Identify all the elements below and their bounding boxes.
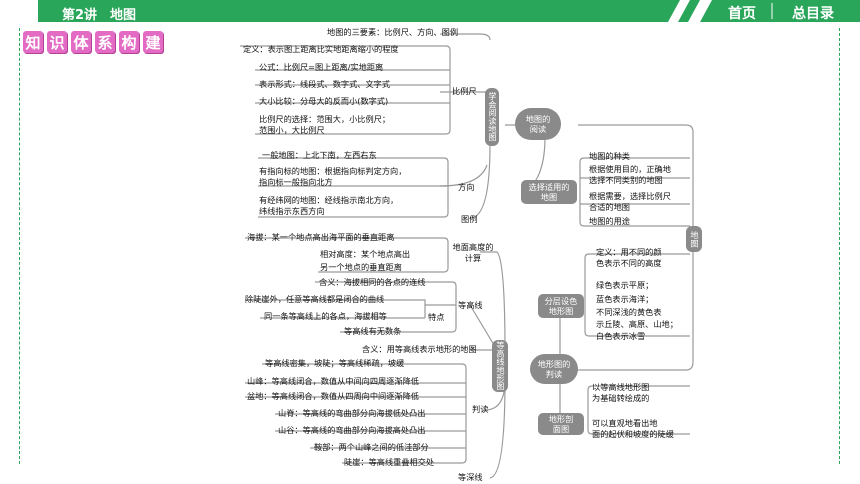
node-layered-color-map: 分层设色地形图: [538, 294, 584, 318]
judge-label: 判读: [472, 404, 489, 414]
node-contour-map: 等高线地形图: [492, 340, 508, 392]
select-need-line-1: 根据需要，选择比例尺: [589, 191, 671, 201]
contour-map-meaning: 含义：用等高线表示地形的地图: [362, 344, 477, 354]
direction-arrow-line-2: 指向标一般指向北方: [259, 177, 333, 187]
elevation-altitude: 海拔：某一个地点高出海平面的垂直距离: [247, 232, 395, 242]
judge-saddle: 鞍部：两个山峰之间的低洼部分: [314, 442, 429, 452]
scale-compare: 大小比较：分母大的反而小(数字式): [259, 96, 389, 106]
judge-slope: 等高线密集，坡陡；等高线稀疏，坡缓: [265, 358, 405, 368]
layered-def-line-1: 定义：用不同的颜: [596, 247, 662, 257]
home-button[interactable]: 首页: [728, 6, 756, 22]
contour-feature-1: 除陡崖外，任意等高线都是闭合的曲线: [245, 294, 385, 304]
scale-forms: 表示形式：线段式、数字式、文字式: [259, 79, 391, 89]
top-bar-background: [0, 0, 860, 22]
judge-valley: 山谷：等高线的弯曲部分向海拔高处凸出: [278, 425, 426, 435]
select-kinds: 地图的种类: [589, 151, 630, 161]
frame-border-left: [19, 28, 20, 464]
elevation-relative-line-1: 相对高度：某个地点高出: [320, 249, 411, 259]
profile-line-3: 可以直观地看出地: [592, 418, 658, 428]
section-title-char: 建: [143, 31, 163, 53]
elevation-relative-line-2: 另一个地点的垂直距离: [320, 262, 402, 272]
layered-white: 白色表示冰雪: [596, 331, 646, 341]
node-map-reading: 地图的阅读: [515, 108, 561, 140]
node-profile-map: 地形剖面图: [538, 413, 584, 435]
section-title-char: 知: [23, 31, 43, 53]
judge-ridge: 山脊：等高线的弯曲部分向海拔低处凸出: [278, 408, 426, 418]
contour-feature-3: 等高线有无数条: [344, 326, 402, 336]
direction-general: 一般地图：上北下南，左西右东: [262, 150, 377, 160]
judge-cliff: 陡崖：等高线重叠相交处: [344, 457, 435, 467]
judge-peak: 山峰：等高线闭合，数值从中间向四周逐渐降低: [247, 376, 419, 386]
section-title-char: 系: [95, 31, 115, 53]
scale-choice-line-1: 比例尺的选择：范围大，小比例尺；: [259, 114, 391, 124]
frame-border-right: [839, 28, 840, 464]
select-purpose-line-1: 根据使用目的，正确地: [589, 164, 671, 174]
layered-blue: 蓝色表示海洋；: [596, 294, 654, 304]
scale-choice-line-2: 范围小，大比例尺: [259, 125, 325, 135]
section-title-char: 识: [47, 31, 67, 53]
contour-depth-label: 等深线: [458, 472, 483, 482]
scale-label: 比例尺: [452, 86, 477, 96]
contour-label: 等高线: [458, 300, 483, 310]
top-bar: 第2讲 地图 首页 总目录: [0, 0, 860, 26]
section-title-char: 体: [71, 31, 91, 53]
profile-line-4: 面的起伏和坡度的陡缓: [592, 429, 674, 439]
direction-grid-line-2: 纬线指示东西方向: [259, 206, 325, 216]
section-title: 知 识 体 系 构 建: [23, 31, 167, 53]
layered-yellow-line-2: 示丘陵、高原、山地；: [596, 319, 678, 329]
contour-meaning: 含义：海拔相同的各点的连线: [319, 277, 426, 287]
scale-definition: 定义：表示图上距离比实地距离缩小的程度: [243, 44, 399, 54]
profile-line-2: 为基础转绘成的: [592, 393, 650, 403]
select-need-line-2: 合适的地图: [589, 202, 630, 212]
select-use: 地图的用途: [589, 216, 630, 226]
elevation-label: 地面高度的计算: [452, 242, 494, 263]
root-node: 地图: [686, 226, 702, 252]
contour-features-label: 特点: [428, 312, 445, 322]
direction-arrow-line-1: 有指向标的地图：根据指向标判定方向，: [259, 166, 407, 176]
layered-yellow-line-1: 不同深浅的黄色表: [596, 307, 662, 317]
map-elements: 地图的三要素：比例尺、方向、图例: [327, 27, 459, 37]
judge-basin: 盆地：等高线闭合，数值从四周向中间逐渐降低: [247, 391, 419, 401]
layered-green: 绿色表示平原；: [596, 280, 654, 290]
direction-grid-line-1: 有经纬网的地图：经线指示南北方向，: [259, 195, 399, 205]
contour-feature-2: 同一条等高线上的各点，海拔相等: [264, 311, 387, 321]
node-terrain-judge: 地形图的判读: [530, 354, 578, 384]
lesson-title: 第2讲 地图: [62, 8, 137, 23]
contents-button[interactable]: 总目录: [792, 6, 834, 22]
node-learn-read: 学会阅读地图: [485, 88, 499, 146]
select-purpose-line-2: 选择不同类别的地图: [589, 175, 663, 185]
direction-label: 方向: [458, 182, 475, 192]
scale-formula: 公式：比例尺=图上距离/实地距离: [259, 62, 384, 72]
section-title-char: 构: [119, 31, 139, 53]
legend-label: 图例: [461, 214, 478, 224]
layered-def-line-2: 色表示不同的高度: [596, 258, 662, 268]
node-select-map: 选择适用的地图: [521, 180, 577, 204]
profile-line-1: 以等高线地形图: [592, 382, 650, 392]
